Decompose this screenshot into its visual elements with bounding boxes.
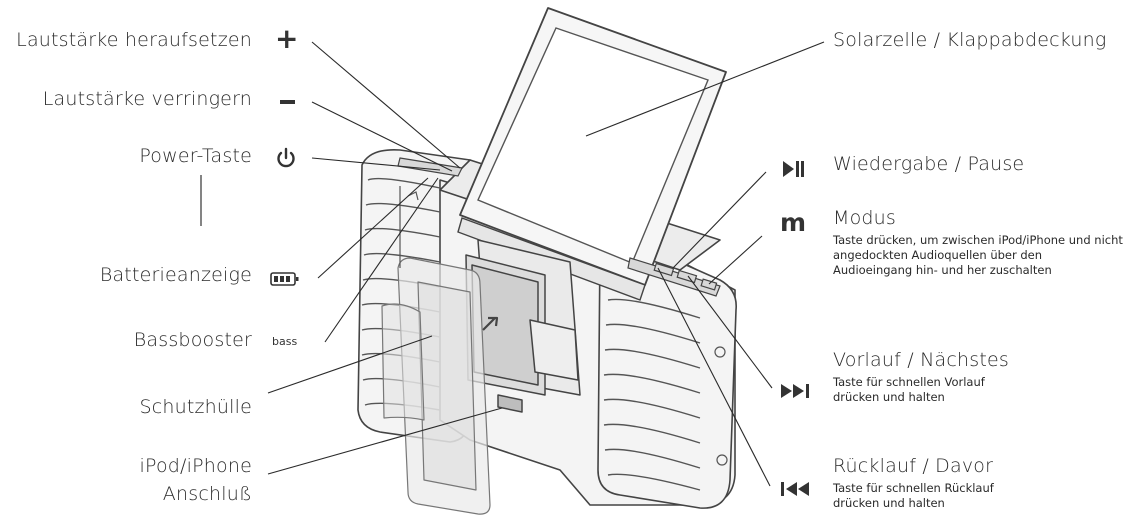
dock-cradle (465, 239, 581, 413)
leader-prev (657, 267, 771, 487)
bass-icon: bass (272, 335, 298, 348)
label-solar: Solarzelle / Klappabdeckung (833, 29, 1107, 51)
leader-solar (585, 41, 825, 137)
leader-bass (324, 177, 439, 343)
play-pause-icon (783, 161, 804, 177)
label-battery: Batterieanzeige (99, 264, 252, 286)
leader-next (687, 275, 773, 389)
label-volume-up: Lautstärke heraufsetzen (16, 29, 252, 51)
label-bass: Bassbooster (133, 329, 252, 351)
label-case: Schutzhülle (139, 396, 252, 418)
protective-case (381, 257, 491, 515)
leader-mode (708, 235, 763, 285)
leader-volume-down (311, 101, 453, 172)
prev-description: Taste für schnellen Rücklauf drücken und… (833, 481, 994, 510)
minus-icon (280, 100, 295, 104)
side-details (200, 175, 728, 466)
label-dock-line1: iPod/iPhone (139, 455, 252, 477)
leader-play (672, 171, 767, 269)
power-icon (277, 147, 295, 168)
right-grille-slots (603, 298, 701, 491)
next-description: Taste für schnellen Vorlauf drücken und … (833, 375, 985, 404)
mode-m-icon: m (780, 208, 807, 237)
battery-icon (270, 272, 299, 286)
leader-battery (317, 177, 429, 279)
label-play: Wiedergabe / Pause (833, 153, 1025, 175)
top-buttons (397, 157, 721, 297)
label-next: Vorlauf / Nächstes (833, 349, 1009, 371)
label-volume-down: Lautstärke verringern (42, 88, 252, 110)
previous-track-icon (781, 482, 809, 496)
mode-description: Taste drücken, um zwischen iPod/iPhone u… (833, 233, 1123, 277)
label-dock-line2: Anschluß (162, 483, 252, 505)
leader-lines (267, 41, 825, 487)
next-track-icon (781, 384, 809, 398)
label-power: Power-Taste (139, 145, 252, 167)
leader-case (267, 335, 433, 394)
label-mode: Modus (833, 207, 897, 229)
leader-dock (267, 407, 503, 475)
leader-volume-up (311, 41, 461, 169)
plus-icon: + (275, 22, 299, 55)
label-prev: Rücklauf / Davor (833, 455, 994, 477)
leader-power (311, 157, 441, 171)
